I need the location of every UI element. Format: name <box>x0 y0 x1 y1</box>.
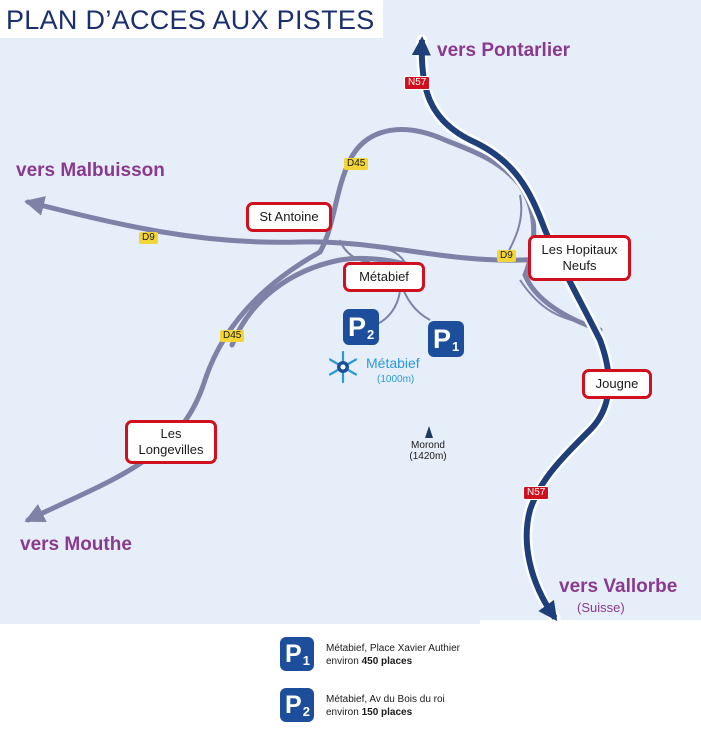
town-label-line1: Les Hopitaux <box>541 242 618 257</box>
road-badge-d45-top: D45 <box>344 158 369 170</box>
legend-row-p2: P2 Métabief, Av du Bois du roi environ 1… <box>280 688 480 728</box>
town-metabief: Métabief <box>343 262 425 292</box>
town-jougne: Jougne <box>582 369 652 399</box>
road-d45-lower <box>229 255 423 348</box>
legend-p1-text: Métabief, Place Xavier Authier environ 4… <box>326 642 460 668</box>
peak-altitude: (1420m) <box>409 451 447 462</box>
parking-number: 2 <box>302 704 310 719</box>
road-badge-d9-right: D9 <box>497 250 516 262</box>
road-badge-n57-bottom: N57 <box>523 486 550 500</box>
direction-malbuisson: vers Malbuisson <box>16 160 165 181</box>
town-label: St Antoine <box>259 209 319 224</box>
legend-p2-capacity: environ 150 places <box>326 706 445 719</box>
town-st-antoine: St Antoine <box>246 202 332 232</box>
parking-p2-marker: P2 <box>343 309 379 345</box>
town-les-longevilles: Les Longevilles <box>125 420 217 464</box>
legend-capacity-value: 150 places <box>361 707 413 718</box>
parking-letter: P <box>433 324 452 354</box>
legend-p1-capacity: environ 450 places <box>326 655 460 668</box>
parking-letter: P <box>285 691 302 719</box>
peak-label: Morond (1420m) <box>405 440 451 462</box>
direction-vallorbe-country: (Suisse) <box>577 600 625 615</box>
direction-vallorbe: vers Vallorbe <box>559 576 678 597</box>
parking-number: 2 <box>367 327 375 342</box>
page-title: PLAN D’ACCES AUX PISTES <box>0 0 383 38</box>
parking-number: 1 <box>302 653 310 668</box>
peak-icon <box>425 426 433 438</box>
town-label: Jougne <box>595 376 639 391</box>
direction-mouthe: vers Mouthe <box>20 534 132 555</box>
legend-p2-location: Métabief, Av du Bois du roi <box>326 694 445 705</box>
legend-p2-text: Métabief, Av du Bois du roi environ 150 … <box>326 693 445 719</box>
road-badge-d45-bottom: D45 <box>220 330 245 342</box>
town-label: Métabief <box>359 269 409 284</box>
legend-p1-icon: P1 <box>280 637 314 671</box>
legend-capacity-prefix: environ <box>326 656 362 667</box>
town-label-line2: Longevilles <box>138 442 204 457</box>
road-link-st-antoine <box>339 239 371 263</box>
legend-row-p1: P1 Métabief, Place Xavier Authier enviro… <box>280 637 480 677</box>
town-label-line2: Neufs <box>562 258 597 273</box>
parking-letter: P <box>285 640 302 668</box>
map-background-right <box>480 620 701 734</box>
resort-altitude: (1000m) <box>377 374 415 385</box>
parking-number: 1 <box>452 339 460 354</box>
direction-pontarlier: vers Pontarlier <box>437 40 571 61</box>
legend-p1-location: Métabief, Place Xavier Authier <box>326 643 460 654</box>
road-badge-n57-top: N57 <box>404 76 431 90</box>
legend-p2-icon: P2 <box>280 688 314 722</box>
parking-p1-marker: P1 <box>428 321 464 357</box>
parking-legend: P1 Métabief, Place Xavier Authier enviro… <box>270 624 480 734</box>
road-badge-d9-left: D9 <box>139 232 158 244</box>
resort-name: Métabief <box>366 355 420 371</box>
legend-capacity-value: 450 places <box>361 656 413 667</box>
road-n57-core <box>411 36 612 622</box>
parking-letter: P <box>348 312 367 342</box>
peak-name: Morond <box>411 440 445 451</box>
town-hopitaux-neufs: Les Hopitaux Neufs <box>528 235 631 281</box>
town-label-line1: Les <box>160 426 182 441</box>
snowflake-icon <box>328 350 358 384</box>
legend-capacity-prefix: environ <box>326 707 362 718</box>
